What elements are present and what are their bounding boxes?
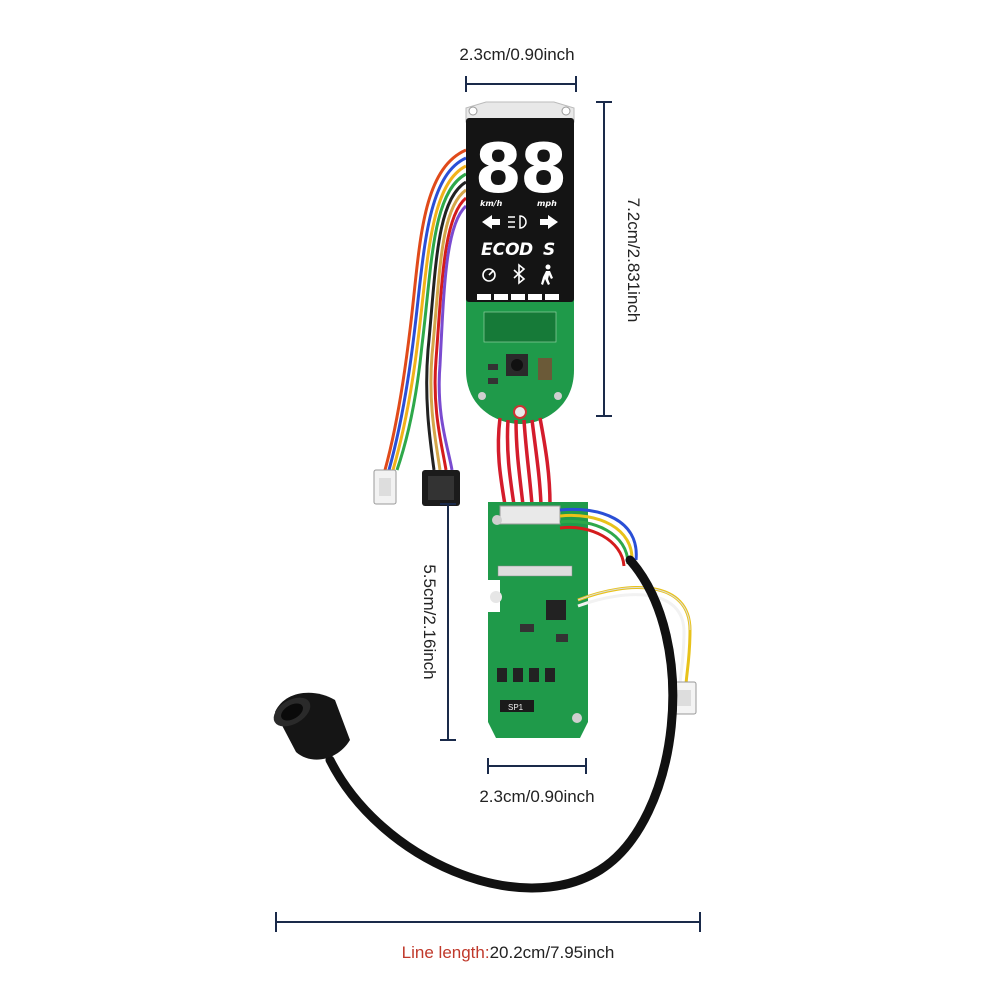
left-arrow-icon <box>482 215 500 229</box>
dim-display-height <box>596 101 612 417</box>
left-wire-bundle <box>383 148 468 471</box>
speed-digits: 88 <box>475 130 566 209</box>
mode-eco: ECO <box>481 240 520 260</box>
display-board: 88 km/h mph ECO D S <box>465 101 575 424</box>
line-length-value: 20.2cm/7.95inch <box>490 943 615 962</box>
display-height-label: 7.2cm/2.831inch <box>624 198 643 323</box>
dim-controller-width <box>487 758 587 774</box>
pcb-silkscreen: SP1 <box>508 703 524 712</box>
right-white-connector <box>671 681 697 715</box>
black-cable <box>325 555 678 893</box>
dim-top-width <box>465 76 577 92</box>
battery-bar <box>477 294 559 300</box>
display-panel <box>466 118 574 302</box>
right-arrow-icon <box>540 215 558 229</box>
walk-icon <box>541 264 553 285</box>
unit-mph: mph <box>537 199 557 208</box>
controller-height-label: 5.5cm/2.16inch <box>420 564 439 679</box>
unit-kmh: km/h <box>480 199 503 208</box>
mode-d: D <box>519 240 533 260</box>
controller-board: SP1 <box>488 502 588 738</box>
round-connector <box>273 692 350 760</box>
line-length-label: Line length:20.2cm/7.95inch <box>402 943 615 962</box>
black-connector <box>422 470 460 506</box>
controller-width-label: 2.3cm/0.90inch <box>479 787 594 806</box>
dim-controller-height <box>440 503 456 741</box>
display-width-label: 2.3cm/0.90inch <box>459 45 574 64</box>
red-wire-bundle <box>496 417 552 506</box>
bluetooth-icon <box>513 263 526 285</box>
line-length-prefix: Line length: <box>402 943 490 962</box>
right-wire-bundle <box>559 507 692 687</box>
headlight-icon <box>508 215 527 229</box>
white-connector <box>373 469 397 505</box>
mode-s: S <box>543 240 555 260</box>
dim-line-length <box>275 912 701 932</box>
cruise-icon <box>482 268 496 282</box>
